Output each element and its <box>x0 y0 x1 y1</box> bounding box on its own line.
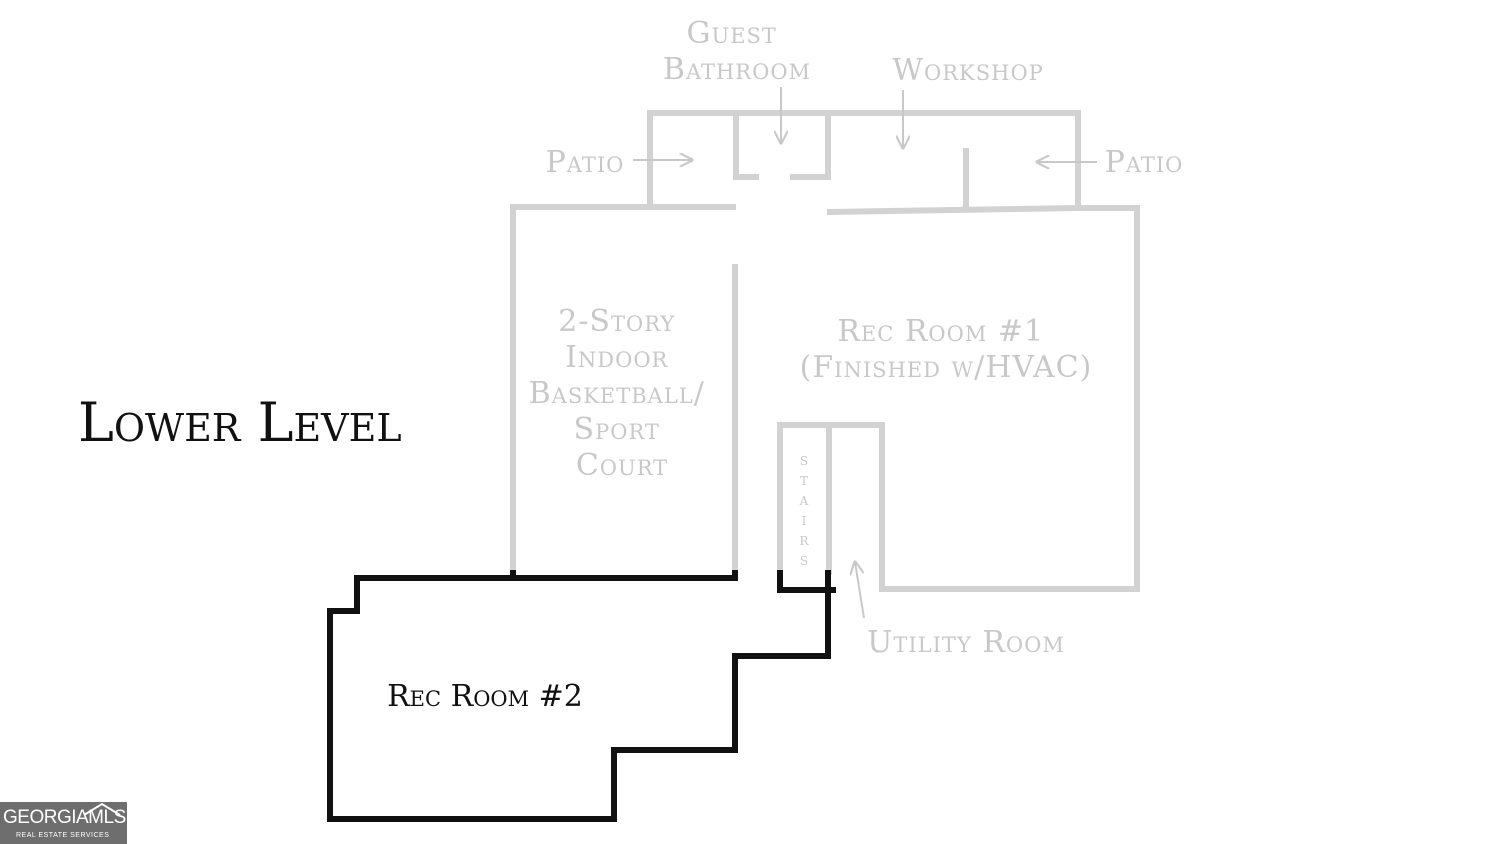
georgia-mls-watermark: GEORGIAMLS REAL ESTATE SERVICES <box>0 802 127 844</box>
black-walls <box>327 570 836 822</box>
label-workshop: Workshop <box>892 53 1044 88</box>
stairs-letter: A <box>799 494 809 508</box>
stairs-letter: I <box>802 514 807 528</box>
wall-rec-room-2 <box>327 570 831 822</box>
stairs-letter: R <box>799 534 809 548</box>
wall-top-outline <box>647 110 1081 210</box>
label-rec-room-2: Rec Room #2 <box>387 679 583 714</box>
roof-icon <box>83 802 121 816</box>
label-patio-left: Patio <box>546 145 625 180</box>
label-patio-right: Patio <box>1105 145 1184 180</box>
stairs-letter: S <box>800 554 808 568</box>
wall-stairs-bottom <box>777 570 836 593</box>
wall-bathroom-right <box>790 113 831 180</box>
label-guest-bathroom: Guest Bathroom <box>663 16 811 87</box>
grey-walls <box>510 110 1140 593</box>
wall-sport-court <box>510 204 653 578</box>
wall-rec-room-1 <box>826 205 1140 592</box>
watermark-logo-text: GEORGIAMLS <box>3 807 126 828</box>
wall-bathroom-left <box>733 113 759 180</box>
label-rec-room-1: Rec Room #1 (Finished w/HVAC) <box>800 314 1093 385</box>
watermark-tagline: REAL ESTATE SERVICES <box>16 832 110 839</box>
stairs-letter: S <box>800 454 808 468</box>
stairs-letter: T <box>800 474 808 488</box>
label-utility-room: Utility Room <box>867 625 1065 660</box>
label-sport-court: 2-Story Indoor Basketball/ Sport Court <box>529 304 716 483</box>
title-lower-level: Lower Level <box>78 391 402 454</box>
arrow-utility-room <box>855 562 865 619</box>
arrows <box>633 87 1097 619</box>
label-stairs: S T A I R S <box>799 454 810 568</box>
